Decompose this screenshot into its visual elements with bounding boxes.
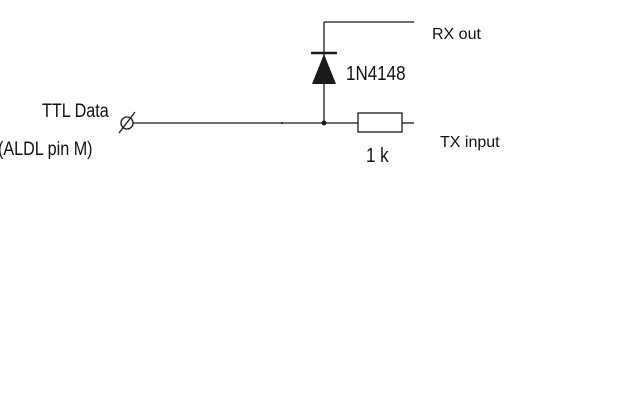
tx-input-label: TX input [440, 134, 500, 151]
ttl-data-label: TTL Data [42, 101, 109, 122]
wire-dot [281, 122, 283, 124]
junction-dot [321, 120, 327, 126]
aldl-pin-label: (ALDL pin M) [0, 139, 93, 160]
diode-label: 1N4148 [346, 63, 406, 85]
resistor [357, 112, 403, 133]
terminal-icon [118, 111, 136, 134]
resistor-label: 1 k [366, 145, 389, 167]
diode-triangle [312, 54, 336, 84]
rx-out-label: RX out [432, 26, 481, 43]
